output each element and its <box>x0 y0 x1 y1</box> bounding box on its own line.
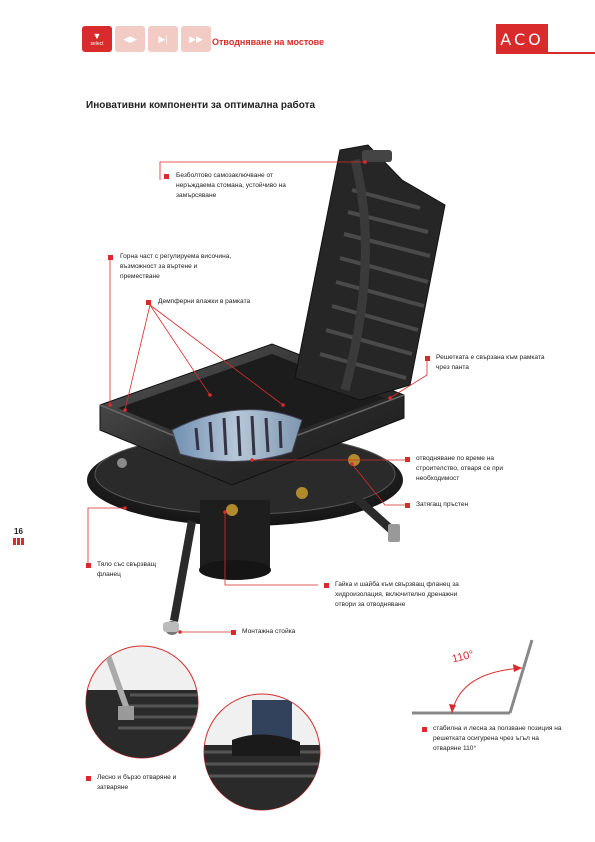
fast-forward-icon: ▶▶ <box>189 33 203 44</box>
mounting-stand <box>163 494 400 635</box>
callout-body: Тяло със свързващ фланец <box>97 561 157 578</box>
leader-lines <box>87 161 428 633</box>
callout-stand: Монтажна стойка <box>242 628 296 635</box>
detail-closing-image <box>203 693 321 811</box>
page-heading: Иновативни компоненти за оптимална работ… <box>86 100 316 111</box>
play-icon: ◀▶ <box>123 33 137 44</box>
logo-text: ACO <box>500 29 544 49</box>
bullet <box>146 300 151 305</box>
bullet <box>405 503 410 508</box>
nav-select-label: select <box>90 40 104 47</box>
bullet <box>405 457 410 462</box>
nav-next-button[interactable]: ▶| <box>148 26 178 52</box>
bullet <box>324 583 329 588</box>
aco-logo: ACO <box>496 24 548 54</box>
grating <box>294 144 446 401</box>
nav-select-button[interactable]: ▼ select <box>82 26 112 52</box>
next-icon: ▶| <box>158 33 168 44</box>
callout-stable: стабилна и лесна за ползване позиция на … <box>433 725 562 752</box>
section-title: Отводняване на мостове <box>212 37 325 47</box>
logo-rule <box>548 52 595 54</box>
bullet <box>108 255 113 260</box>
callout-ring: Затягащ пръстен <box>416 501 469 508</box>
page-marker <box>13 538 24 545</box>
dirt-basket <box>171 409 303 463</box>
callout-upper-part: Горна част с регулируема височина, възмо… <box>120 253 232 280</box>
nav-play-button[interactable]: ◀▶ <box>115 26 145 52</box>
bullet <box>86 776 91 781</box>
callout-easy-open: Лесно и бързо отваряне и затваряне <box>97 774 177 791</box>
bullet <box>164 174 169 179</box>
callout-nut: Гайка и шайба към свързващ фланец за хид… <box>335 581 459 608</box>
callout-bolt-free: Безболтово самозаключване от неръждаема … <box>176 172 286 199</box>
chevron-down-icon: ▼ <box>92 30 102 41</box>
leader-dots <box>108 160 392 634</box>
nav-buttons: ▼ select ◀▶ ▶| ▶▶ <box>82 26 211 52</box>
callout-drainage: отводняване по време на строителство, от… <box>416 455 504 482</box>
bullet <box>425 356 430 361</box>
bullet <box>422 727 427 732</box>
bullet <box>231 630 236 635</box>
callout-hinge: Решетката е свързана към рамката чрез па… <box>436 354 545 371</box>
page-number: 16 <box>14 527 23 536</box>
nav-forward-button[interactable]: ▶▶ <box>181 26 211 52</box>
callout-damping: Демпферни влажки в рамката <box>158 298 251 305</box>
bullet <box>86 563 91 568</box>
detail-opening-image <box>85 645 199 759</box>
opening-angle-diagram <box>412 639 534 715</box>
